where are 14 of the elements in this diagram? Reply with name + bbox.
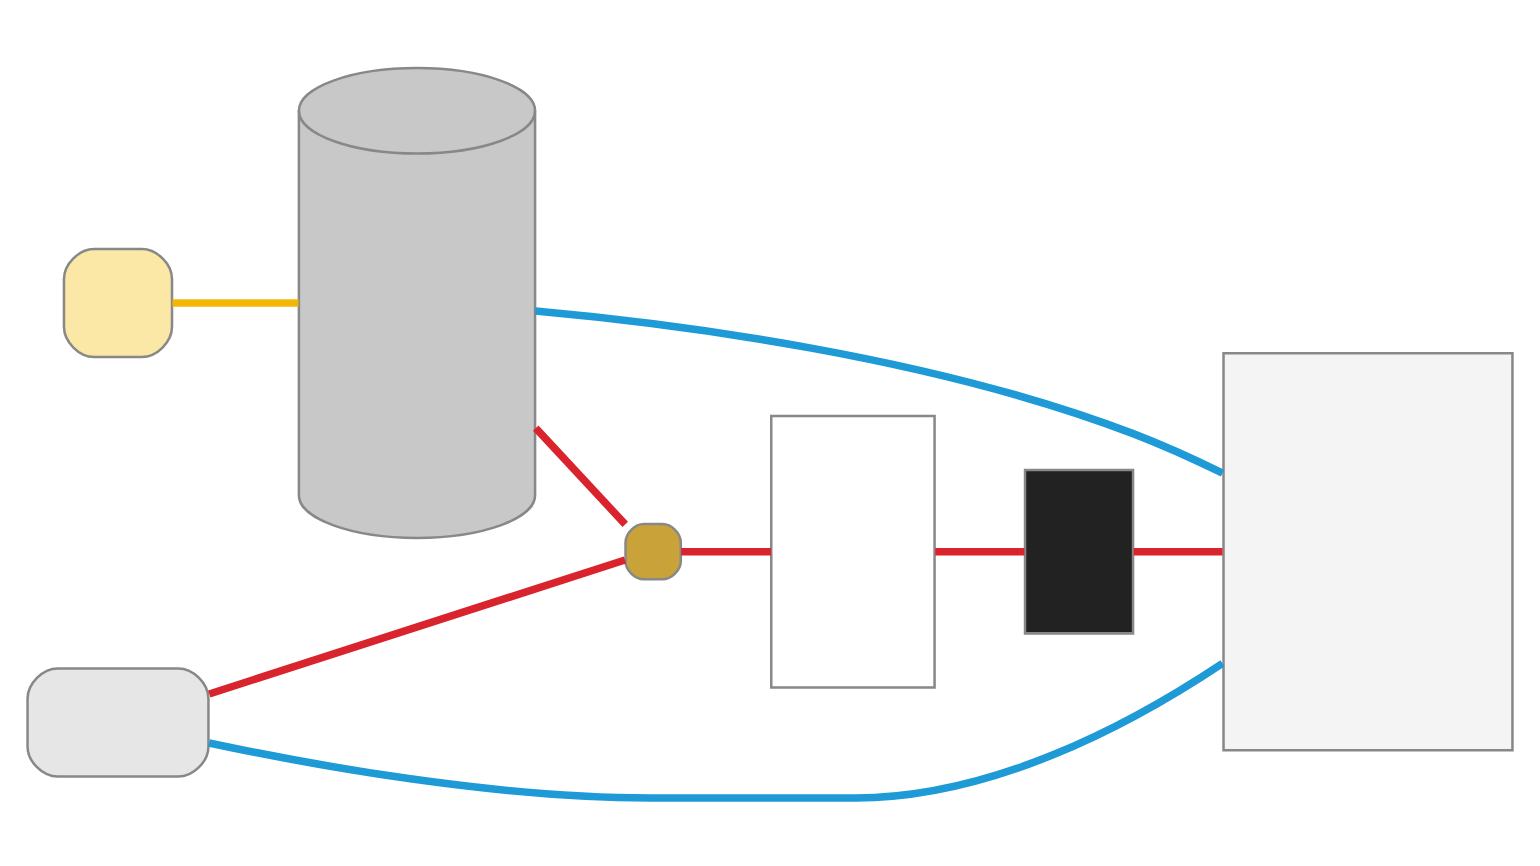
node-box (770, 414, 936, 689)
connector (172, 299, 299, 307)
node-box (1023, 468, 1135, 635)
node-box (1222, 351, 1514, 752)
connector (533, 425, 628, 527)
connector (1133, 547, 1223, 556)
connector (535, 307, 1225, 477)
node-box (26, 667, 210, 778)
connector (935, 547, 1025, 556)
connector (208, 556, 627, 698)
node-box (624, 522, 683, 581)
connector (208, 660, 1225, 802)
connector (681, 547, 772, 556)
node-box (62, 247, 174, 359)
